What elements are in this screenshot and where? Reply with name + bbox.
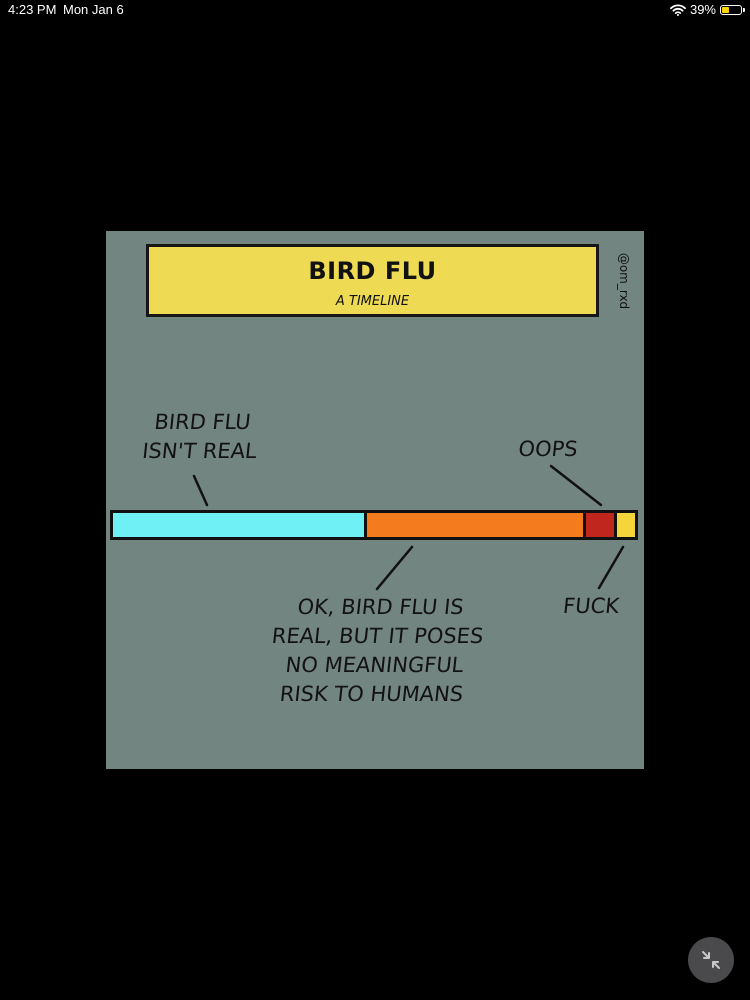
comic-image: BIRD FLU A TIMELINE @om_rxd BIRD FLU ISN…	[106, 231, 644, 769]
pointer-lines	[192, 464, 625, 591]
label-line: NO MEANINGFUL	[284, 653, 465, 677]
timeline-segment-4	[614, 513, 635, 537]
battery-level-fill	[722, 6, 729, 13]
comic-subtitle: A TIMELINE	[335, 294, 410, 309]
timeline-segment-1	[113, 513, 365, 537]
comic-title-box: BIRD FLU A TIMELINE	[146, 244, 599, 317]
pointer-line-oops	[549, 464, 603, 507]
label-line: REAL, BUT IT POSES	[270, 624, 485, 648]
battery-icon	[720, 4, 745, 15]
wifi-icon	[670, 3, 686, 16]
pointer-line-fuck	[597, 545, 625, 590]
timeline-segment-2	[364, 513, 583, 537]
label-fuck: FUCK	[561, 594, 621, 618]
status-bar: 4:23 PM Mon Jan 6 39%	[0, 0, 750, 20]
timeline-segment-3	[582, 513, 615, 537]
arrows-collapse-icon	[702, 951, 720, 969]
collapse-button[interactable]	[688, 937, 734, 983]
status-date: Mon Jan 6	[63, 2, 124, 17]
label-ok-bird-flu-is-real: OK, BIRD FLU IS REAL, BUT IT POSES NO ME…	[230, 593, 522, 709]
status-indicators: 39%	[670, 2, 745, 17]
pointer-line-not-real	[192, 474, 209, 507]
battery-percent: 39%	[689, 2, 716, 17]
comic-title: BIRD FLU	[308, 257, 437, 285]
timeline-bar	[110, 510, 638, 540]
label-line: OK, BIRD FLU IS	[296, 595, 465, 619]
pointer-line-ok	[375, 545, 414, 591]
status-time: 4:23 PM	[8, 2, 57, 17]
label-line: RISK TO HUMANS	[278, 682, 465, 706]
